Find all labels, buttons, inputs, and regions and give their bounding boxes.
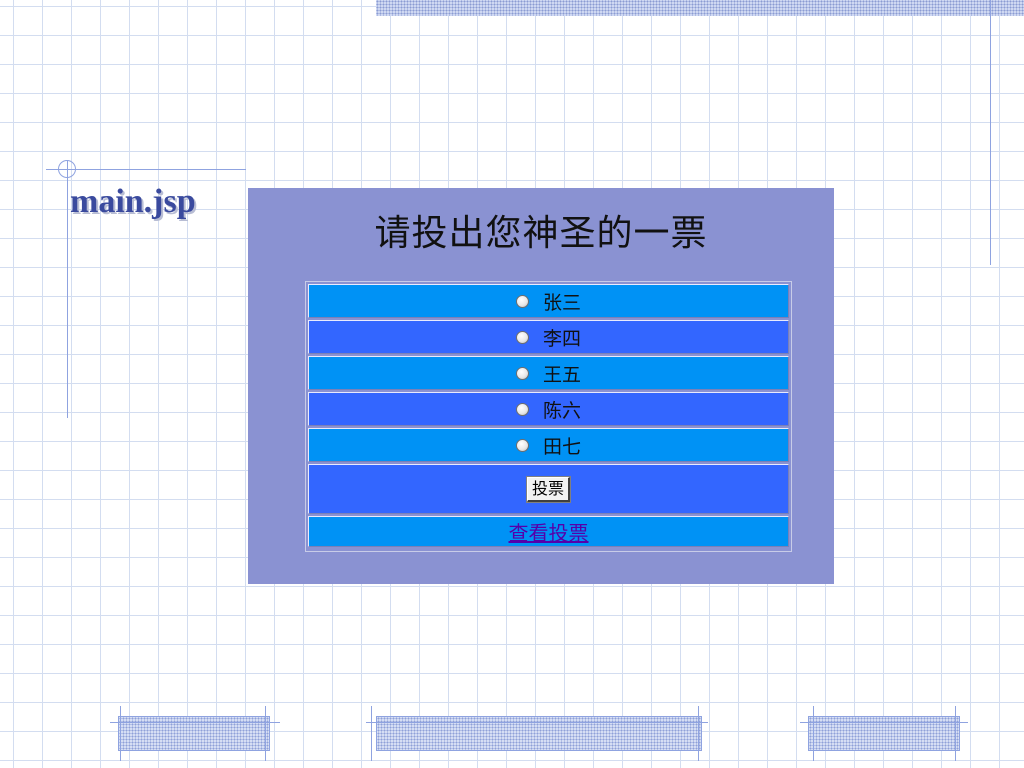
bottom-decorative-box	[118, 716, 270, 751]
bottom-tick-line	[371, 706, 372, 761]
bottom-tick-line	[698, 706, 699, 761]
bottom-tick-line	[955, 706, 956, 761]
vote-table: 张三 李四 王五 陈六 田七 投票 查看投票	[305, 281, 792, 552]
bottom-rule-line	[800, 722, 968, 723]
bottom-tick-line	[120, 706, 121, 761]
candidate-name: 陈六	[542, 399, 581, 422]
bottom-rule-line	[366, 722, 708, 723]
title-underline	[46, 169, 246, 170]
candidate-row[interactable]: 李四	[308, 320, 789, 354]
candidate-radio[interactable]	[515, 438, 529, 452]
slide-title: main.jsp	[70, 183, 196, 220]
candidate-row[interactable]: 陈六	[308, 392, 789, 426]
bottom-decorative-box	[808, 716, 960, 751]
bottom-tick-line	[265, 706, 266, 761]
candidate-radio[interactable]	[515, 366, 529, 380]
bottom-decorative-box	[376, 716, 702, 751]
candidate-name: 李四	[542, 327, 581, 350]
candidate-radio[interactable]	[515, 294, 529, 308]
submit-row: 投票	[308, 464, 789, 514]
candidate-row[interactable]: 张三	[308, 284, 789, 318]
title-side-line	[67, 160, 68, 418]
view-link-row: 查看投票	[308, 516, 789, 547]
bottom-tick-line	[813, 706, 814, 761]
view-votes-link[interactable]: 查看投票	[508, 521, 589, 545]
candidate-name: 王五	[542, 363, 581, 386]
candidate-radio[interactable]	[515, 330, 529, 344]
vote-button[interactable]: 投票	[525, 475, 572, 503]
top-decorative-band	[376, 0, 1024, 16]
bottom-rule-line	[110, 722, 280, 723]
candidate-row[interactable]: 田七	[308, 428, 789, 462]
candidate-radio[interactable]	[515, 402, 529, 416]
candidate-row[interactable]: 王五	[308, 356, 789, 390]
title-circle-ornament	[58, 160, 76, 178]
candidate-name: 张三	[542, 291, 581, 314]
candidate-name: 田七	[542, 435, 581, 458]
vote-heading: 请投出您神圣的一票	[374, 213, 708, 254]
right-accent-line	[990, 0, 991, 265]
